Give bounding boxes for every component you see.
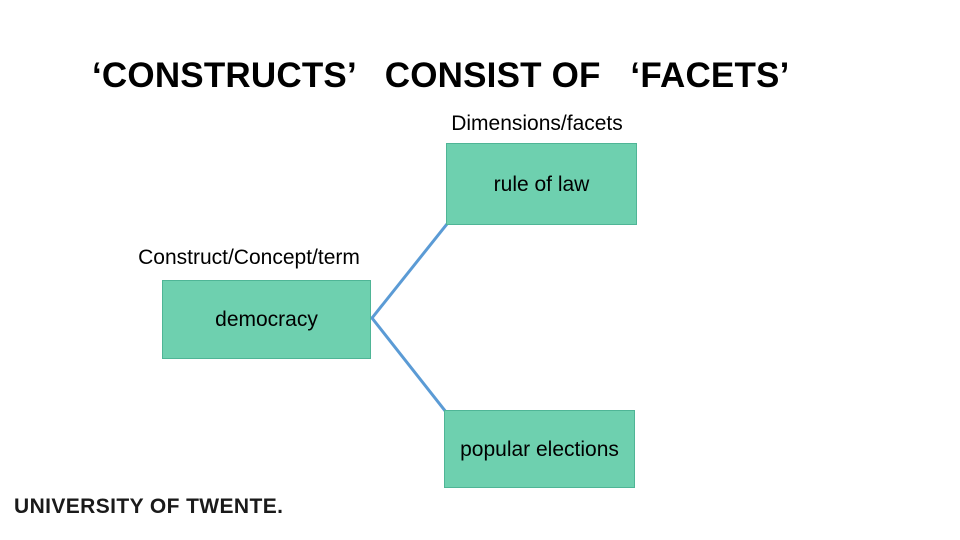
construct-box-democracy-label: democracy <box>215 308 318 331</box>
facet-box-rule-of-law[interactable]: rule of law <box>446 143 637 225</box>
facet-box-rule-of-law-label: rule of law <box>493 172 590 196</box>
construct-box-democracy[interactable]: democracy <box>162 280 371 359</box>
facet-box-popular-elections-label: popular elections <box>460 437 619 461</box>
construct-concept-term-caption: Construct/Concept/term <box>138 246 360 269</box>
connector-line-rule-of-law <box>369 221 450 321</box>
facet-box-popular-elections[interactable]: popular elections <box>444 410 635 488</box>
connector-line-popular-elections <box>369 315 449 415</box>
university-of-twente-logo: UNIVERSITY OF TWENTE. <box>14 495 284 518</box>
page-title: ‘CONSTRUCTS’ CONSIST OF ‘FACETS’ <box>92 56 790 95</box>
dimensions-facets-caption: Dimensions/facets <box>451 112 623 135</box>
